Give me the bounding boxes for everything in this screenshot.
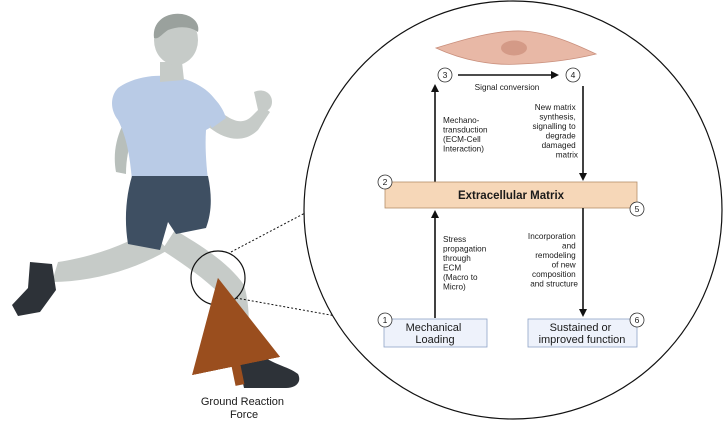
ground-reaction-force-arrow [192,277,281,386]
zoom-line-bottom [235,297,348,319]
shirt [112,75,224,180]
step-2-number: 2 [383,177,388,187]
nucleus [501,40,527,56]
step-5-badge [629,201,645,217]
mechanical-loading-label: Mechanical Loading [406,322,465,346]
step-1-number: 1 [383,315,388,325]
step-3-number: 3 [443,70,448,80]
step-6-badge [629,312,645,328]
hair [153,13,199,39]
back-shoe [12,262,56,316]
step-4-badge [565,67,581,83]
signal-conversion-label: Signal conversion [475,83,540,92]
magnified-view-circle [303,0,723,420]
mechanical-loading-box [383,318,488,348]
extracellular-matrix-label: Extracellular Matrix [458,190,565,202]
ground-reaction-force-label: Ground Reaction Force [201,396,287,421]
shorts [125,176,211,250]
sleeve [190,86,226,128]
front-shoe [236,352,300,388]
fist [254,90,272,112]
step-1-badge [377,312,393,328]
sustained-function-label: Sustained or improved function [539,322,626,346]
step-6-number: 6 [635,315,640,325]
extracellular-matrix-bar [384,181,638,209]
new-matrix-synthesis-label: New matrix synthesis, signalling to degr… [532,103,578,160]
stress-propagation-label: Stress propagation through ECM (Macro to… [443,235,489,292]
front-leg [162,230,249,354]
step-5-number: 5 [635,204,640,214]
front-arm [208,100,270,139]
mechanotransduction-label: Mechano- transduction (ECM-Cell Interact… [443,116,490,154]
step-2-badge [377,174,393,190]
neck [160,62,184,82]
step-3-badge [437,67,453,83]
incorporation-label: Incorporation and remodeling of new comp… [528,232,579,289]
sustained-function-box [527,318,638,348]
runner-illustration [12,13,300,388]
step-4-number: 4 [571,70,576,80]
